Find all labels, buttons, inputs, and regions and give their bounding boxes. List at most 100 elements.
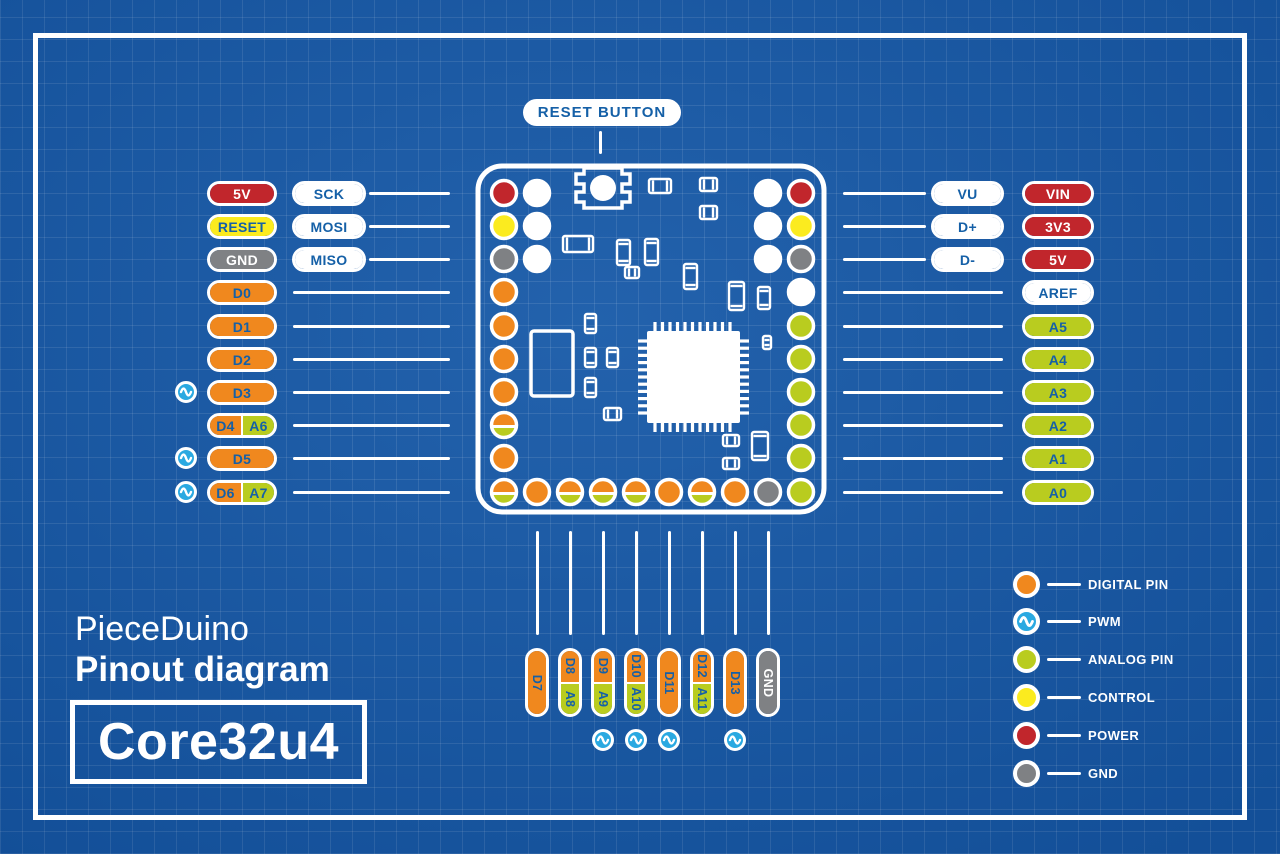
smd-component — [583, 346, 598, 369]
pin-segment-a7: A7 — [241, 483, 274, 502]
pin-segment-a6: A6 — [241, 416, 274, 435]
connector-line — [293, 456, 450, 460]
solder-pad — [786, 443, 816, 473]
reset-switch — [574, 166, 632, 210]
pin-segment-3v3: 3V3 — [1025, 217, 1091, 236]
pin-pill-left: 5V — [207, 181, 277, 206]
pin-segment-a1: A1 — [1025, 449, 1091, 468]
connector-line — [700, 531, 704, 635]
pin-segment-vin: VIN — [1025, 184, 1091, 203]
pin-segment-gnd: GND — [759, 651, 777, 714]
connector-line — [843, 490, 1003, 494]
pin-pill-bottom: GND — [756, 648, 780, 717]
pwm-icon — [175, 481, 197, 503]
connector-line — [843, 324, 1003, 328]
connector-line — [843, 191, 926, 195]
sine-wave-glyph — [596, 735, 610, 745]
sine-wave-glyph — [179, 387, 193, 397]
sine-wave-glyph — [1019, 616, 1034, 628]
pin-label: A11 — [695, 687, 709, 711]
sine-wave-glyph — [179, 487, 193, 497]
legend-dash — [1047, 771, 1081, 775]
pin-label: 5V — [1049, 251, 1067, 268]
solder-pad — [489, 277, 519, 307]
pin-pill-bottom: D13 — [723, 648, 747, 717]
pwm-icon — [175, 447, 197, 469]
legend-label: CONTROL — [1088, 689, 1156, 705]
board-illustration — [475, 163, 827, 515]
pin-segment-a0: A0 — [1025, 483, 1091, 502]
pin-segment-a2: A2 — [1025, 416, 1091, 435]
solder-pad — [522, 211, 552, 241]
solder-pad — [588, 477, 618, 507]
pin-pill-right: AREF — [1022, 280, 1094, 305]
pin-label: D8 — [563, 657, 577, 675]
pin-segment-a3: A3 — [1025, 383, 1091, 402]
pin-label: D5 — [232, 450, 252, 467]
smd-component — [643, 237, 660, 267]
pin-pill-left: D3 — [207, 380, 277, 405]
pin-pill-right: A4 — [1022, 347, 1094, 372]
solder-pad — [489, 443, 519, 473]
pwm-icon — [175, 381, 197, 403]
pin-segment-reset: RESET — [210, 217, 274, 236]
pin-label: A3 — [1048, 384, 1068, 401]
bus-pill-left: MOSI — [292, 214, 366, 239]
pin-label: D4 — [216, 417, 235, 434]
solder-pad — [687, 477, 717, 507]
pin-pill-bottom: D7 — [525, 648, 549, 717]
pin-segment-d7: D7 — [528, 651, 546, 714]
connector-line — [369, 224, 450, 228]
reset-button-label: RESET BUTTON — [537, 104, 667, 121]
solder-pad — [786, 477, 816, 507]
solder-pad — [654, 477, 684, 507]
pin-label: A6 — [249, 417, 268, 434]
sine-wave-glyph — [662, 735, 676, 745]
pin-segment-d-: D- — [934, 250, 1001, 269]
pin-segment-d13: D13 — [726, 651, 744, 714]
legend-swatch-control — [1013, 683, 1040, 711]
connector-line — [293, 357, 450, 361]
pin-label: MOSI — [310, 218, 348, 235]
legend-swatch-gnd — [1013, 759, 1040, 787]
legend-dash — [1047, 582, 1081, 586]
pin-label: D12 — [695, 654, 709, 679]
smd-component — [756, 285, 772, 311]
connector-line — [369, 257, 450, 261]
pin-label: D11 — [662, 670, 676, 695]
pin-segment-d6: D6 — [210, 483, 241, 502]
connector-line — [843, 357, 1003, 361]
pin-segment-d9: D9 — [594, 651, 612, 682]
solder-pad — [786, 178, 816, 208]
board-outline — [475, 163, 827, 515]
pin-pill-left: D2 — [207, 347, 277, 372]
connector-line — [293, 390, 450, 394]
pin-label: D2 — [232, 351, 252, 368]
pin-label: GND — [225, 251, 258, 268]
pin-label: AREF — [1038, 284, 1078, 301]
pin-label: A0 — [1048, 484, 1068, 501]
pin-segment-aref: AREF — [1025, 283, 1091, 302]
solder-pad — [753, 477, 783, 507]
pin-label: D13 — [728, 670, 742, 695]
solder-pad — [489, 477, 519, 507]
smd-component — [583, 312, 598, 335]
connector-line — [766, 531, 770, 635]
smd-component — [583, 376, 598, 399]
pin-label: A4 — [1048, 351, 1068, 368]
pin-pill-right: A5 — [1022, 314, 1094, 339]
pin-pill-right: VIN — [1022, 181, 1094, 206]
pin-pill-left: D1 — [207, 314, 277, 339]
pin-segment-a10: A10 — [627, 681, 645, 714]
pin-segment-d2: D2 — [210, 350, 274, 369]
legend-label: PWM — [1088, 614, 1121, 630]
pwm-icon — [625, 729, 647, 751]
connector-line — [568, 531, 572, 635]
smd-component — [602, 406, 623, 422]
pin-segment-5v: 5V — [210, 184, 274, 203]
solder-pad — [786, 277, 816, 307]
